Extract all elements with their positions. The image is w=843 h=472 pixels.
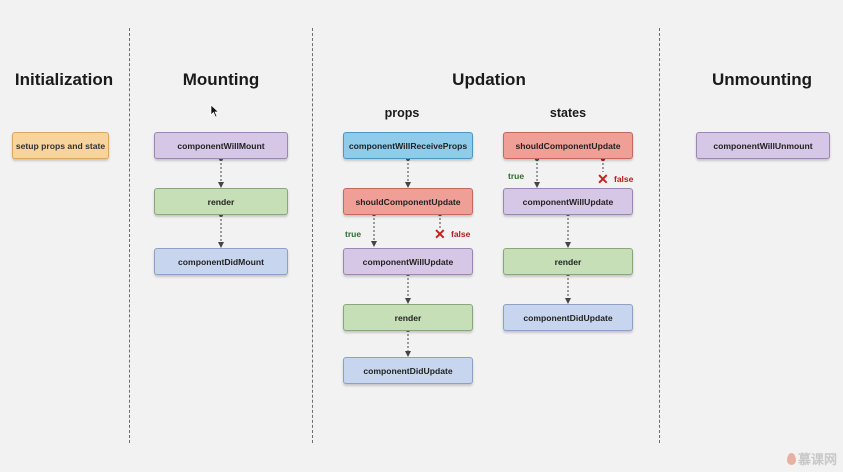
section-title-mounting: Mounting <box>182 70 260 89</box>
props-false-label: false <box>451 229 471 239</box>
mouse-cursor-icon <box>210 104 220 118</box>
section-title-unmounting: Unmounting <box>711 70 813 89</box>
props-render-box: render <box>343 304 473 331</box>
divider-update-unmount <box>659 28 660 443</box>
watermark-text: 慕课网 <box>797 452 837 467</box>
flame-icon <box>786 452 796 465</box>
component-will-mount-box: componentWillMount <box>154 132 288 159</box>
props-component-did-update-box: componentDidUpdate <box>343 357 473 384</box>
setup-props-state-box: setup props and state <box>12 132 109 159</box>
divider-init-mount <box>129 28 130 443</box>
component-did-mount-box: componentDidMount <box>154 248 288 275</box>
subsection-title-props: props <box>384 106 420 120</box>
states-true-label: true <box>508 171 525 181</box>
states-component-did-update-box: componentDidUpdate <box>503 304 633 331</box>
component-will-unmount-box: componentWillUnmount <box>696 132 830 159</box>
divider-mount-update <box>312 28 313 443</box>
states-should-component-update-box: shouldComponentUpdate <box>503 132 633 159</box>
watermark-logo: 慕课网 <box>786 449 837 468</box>
section-title-updation: Updation <box>452 70 526 89</box>
states-render-box: render <box>503 248 633 275</box>
states-component-will-update-box: componentWillUpdate <box>503 188 633 215</box>
states-false-label: false <box>614 174 634 184</box>
subsection-title-states: states <box>549 106 587 120</box>
props-component-will-update-box: componentWillUpdate <box>343 248 473 275</box>
component-will-receive-props-box: componentWillReceiveProps <box>343 132 473 159</box>
props-should-component-update-box: shouldComponentUpdate <box>343 188 473 215</box>
section-title-initialization: Initialization <box>14 70 114 89</box>
mount-render-box: render <box>154 188 288 215</box>
props-true-label: true <box>345 229 362 239</box>
props-false-x-icon: ✕ <box>434 226 446 242</box>
states-false-x-icon: ✕ <box>597 171 609 187</box>
